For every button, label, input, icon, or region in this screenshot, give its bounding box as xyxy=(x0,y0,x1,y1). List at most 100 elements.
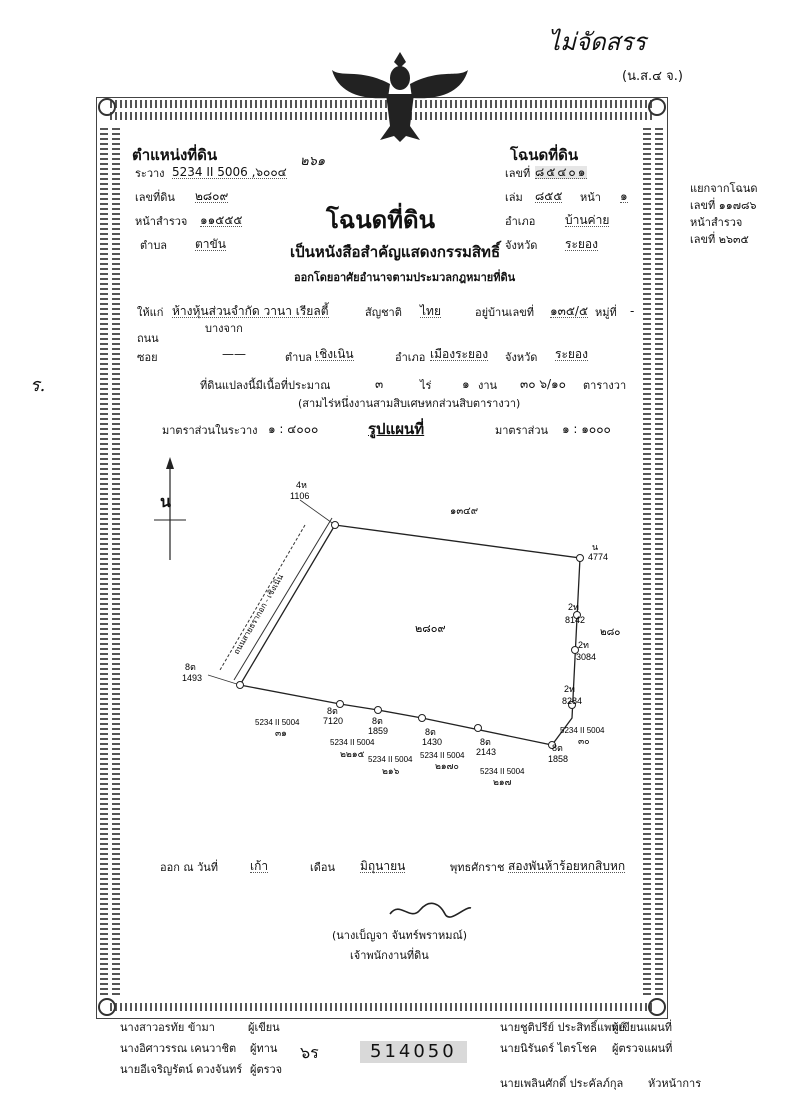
area-in-words: (สามไร่หนึ่งงานสามสิบเศษหกส่วนสิบตารางวา… xyxy=(298,397,521,410)
b4-station: 8ต xyxy=(480,737,491,747)
staff-name-3: นายอีเจริญรัตน์ ดวงจันทร์ xyxy=(120,1063,243,1076)
right-parcel-label: ๒๘๐ xyxy=(600,627,620,638)
parcel-map: 4ห 1106 ๑๓๔๙ 8ต 1493 ถนนสายธรากอก - เชิง… xyxy=(182,480,620,787)
b2-no: 1859 xyxy=(368,726,388,736)
leader-top xyxy=(299,499,336,526)
marker-sw xyxy=(236,681,244,689)
b3-station: 8ต xyxy=(425,727,436,737)
road-label: ถนนสายธรากอก - เชิงเนิน xyxy=(232,572,285,656)
r1-no: 8142 xyxy=(565,615,585,625)
north-arrow-icon xyxy=(154,457,186,560)
tambon-label: ตำบล xyxy=(140,239,168,252)
owner-amphoe-label: อำเภอ xyxy=(395,351,426,364)
official-title: เจ้าพนักงานที่ดิน xyxy=(350,949,429,962)
issued-year-label: พุทธศักราช xyxy=(450,861,505,874)
owner-soi-label: ซอย xyxy=(137,351,158,364)
staff-right-role-3: หัวหน้าการ xyxy=(648,1077,702,1090)
tambon-value: ตาขัน xyxy=(195,237,226,251)
ravang-label: ระวาง xyxy=(135,167,165,180)
n1-no: ๓๑ xyxy=(275,728,287,738)
left-heading: ตำแหน่งที่ดิน xyxy=(132,146,218,164)
deed-subtitle: เป็นหนังสือสำคัญแสดงกรรมสิทธิ์ xyxy=(290,243,501,261)
top-border-pattern-2 xyxy=(110,112,655,120)
boundary-markers xyxy=(236,521,584,749)
corner-ornament-tl xyxy=(98,98,116,116)
right-heading: โฉนดที่ดิน xyxy=(510,146,579,164)
staff-name-2: นางอิศาวรรณ เคนวาชิต xyxy=(120,1042,237,1055)
scale-map-value: ๑ : ๑๐๐๐ xyxy=(562,422,611,436)
issued-day: เก้า xyxy=(250,859,269,873)
page-value: ๑ xyxy=(620,189,628,203)
owner-tambon-label: ตำบล xyxy=(285,351,313,364)
owner-addr-value: ๑๓๕/๕ xyxy=(550,304,589,318)
staff-right-role-1: ผู้เขียนแผนที่ xyxy=(612,1021,672,1034)
n5-sheet: 5234 II 5004 xyxy=(480,767,525,776)
marker-b3 xyxy=(418,714,426,722)
corner-ornament-br xyxy=(648,998,666,1016)
area-wa-value: ๓๐ ๖/๑๐ xyxy=(520,377,566,391)
bottom-border-pattern xyxy=(110,1003,655,1011)
official-name: (นางเบ็ญจา จันทร์พราหมณ์) xyxy=(332,929,468,942)
marker-b4 xyxy=(474,724,482,732)
marker-r1 xyxy=(573,611,581,619)
staff-name-1: นางสาวอรทัย ข้ามา xyxy=(120,1021,215,1034)
scale-map-label: มาตราส่วน xyxy=(495,424,549,437)
parcel-label: ๒๘๐๙ xyxy=(415,623,446,635)
side-mark: ร. xyxy=(30,375,46,396)
owner-addr-label: อยู่บ้านเลขที่ xyxy=(475,306,535,319)
area-lead: ที่ดินแปลงนี้มีเนื้อที่ประมาณ xyxy=(200,379,331,392)
b4-no: 2143 xyxy=(476,747,496,757)
area-wa-label: ตารางวา xyxy=(583,379,627,392)
staff-role-1: ผู้เขียน xyxy=(248,1021,280,1034)
serial-prefix: ๖ร xyxy=(300,1043,319,1062)
owner-to-label: ให้แก่ xyxy=(137,306,164,319)
corner-ornament-tr xyxy=(648,98,666,116)
b3-no: 1430 xyxy=(422,737,442,747)
left-border-pattern xyxy=(100,125,108,995)
owner-soi-value: —— xyxy=(222,347,246,361)
owner-road-label: ถนน xyxy=(137,332,159,345)
staff-right-name-3: นายเพลินศักดิ์ ประคัลภ์กุล xyxy=(500,1077,624,1090)
n4-sheet: 5234 II 5004 xyxy=(420,751,465,760)
split-from-heading: แยกจากโฉนด xyxy=(690,182,758,195)
marker-b2 xyxy=(374,706,382,714)
owner-province-label: จังหวัด xyxy=(505,351,538,364)
top-station-no: 1106 xyxy=(290,491,309,501)
left-border-pattern-2 xyxy=(112,125,120,995)
official-signature xyxy=(389,902,472,918)
province-label: จังหวัด xyxy=(505,239,538,252)
staff-right-name-2: นายนิรันดร์ ไตรโชค xyxy=(500,1042,597,1055)
right-border-pattern-2 xyxy=(655,125,663,995)
staff-role-3: ผู้ตรวจ xyxy=(250,1063,283,1076)
owner-to-value: ห้างหุ้นส่วนจำกัด วานา เรียลตี้ xyxy=(172,304,329,318)
owner-moo-value: - xyxy=(630,304,635,318)
r2-no: 3084 xyxy=(576,652,596,662)
owner-nation-value: ไทย xyxy=(420,304,441,318)
left-station: 8ต xyxy=(185,662,196,672)
n3-sheet: 5234 II 5004 xyxy=(368,755,413,764)
n6-no: ๓๐ xyxy=(578,736,590,746)
scale-ravang-label: มาตราส่วนในระวาง xyxy=(162,424,258,437)
issue-line: ออกโดยอาศัยอำนาจตามประมวลกฎหมายที่ดิน xyxy=(294,271,516,284)
owner-nation-label: สัญชาติ xyxy=(365,306,402,319)
b2-station: 8ต xyxy=(372,716,383,726)
amphoe-label: อำเภอ xyxy=(505,215,536,228)
marker-b1 xyxy=(336,700,344,708)
annotation-top: ไม่จัดสรร xyxy=(548,28,646,56)
marker-ne xyxy=(576,554,584,562)
issued-year: สองพันห้าร้อยหกสิบหก xyxy=(508,859,626,873)
survey-label: หน้าสำรวจ xyxy=(135,215,188,228)
issued-month-label: เดือน xyxy=(310,861,336,874)
n5-no: ๒๑๗ xyxy=(493,777,512,787)
left-station-no: 1493 xyxy=(182,673,202,683)
road-line-2 xyxy=(219,524,306,671)
top-border-pattern xyxy=(110,100,655,108)
area-ngan-value: ๑ xyxy=(462,377,470,391)
marker-r3 xyxy=(568,701,576,709)
r2-station: 2ท xyxy=(578,640,589,650)
owner-road-value: บางจาก xyxy=(205,322,243,335)
garuda-emblem-icon xyxy=(332,52,468,142)
split-from-survey-no: เลขที่ ๒๖๓๕ xyxy=(690,233,749,246)
r1-station: 2ท xyxy=(568,602,579,612)
owner-province-value: ระยอง xyxy=(555,347,588,361)
